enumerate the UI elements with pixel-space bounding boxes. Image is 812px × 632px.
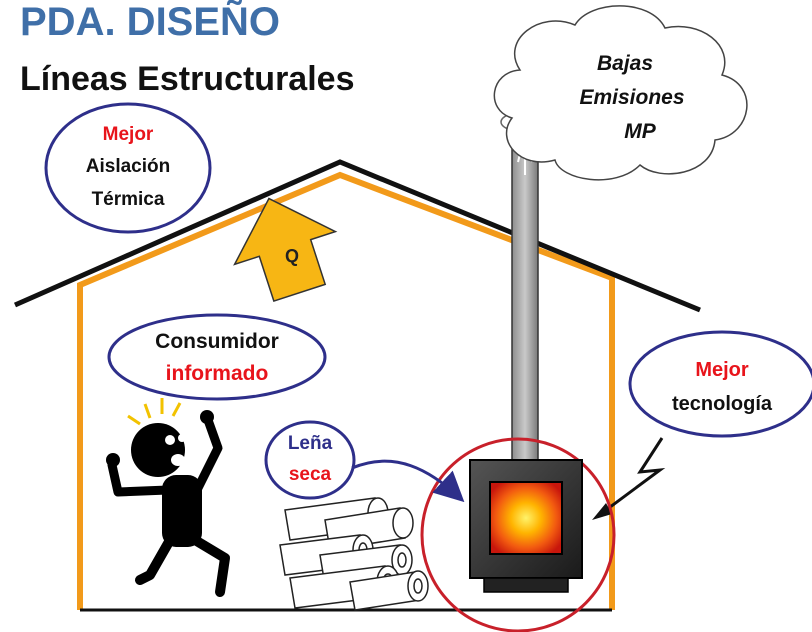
stove-icon xyxy=(469,459,583,593)
cloud-icon: Bajas Emisiones MP xyxy=(493,5,748,181)
insulation-outline xyxy=(77,171,615,610)
firewood-line2: seca xyxy=(289,464,332,485)
insulation-line3: Térmica xyxy=(92,189,165,210)
emissions-line1: Bajas xyxy=(597,52,653,75)
emissions-line3: MP xyxy=(624,120,656,143)
firewood-line1: Leña xyxy=(288,433,333,454)
person-icon xyxy=(106,398,230,597)
heat-arrow-icon: Q xyxy=(233,197,338,302)
insulation-bubble: Mejor Aislación Térmica xyxy=(44,102,212,234)
consumer-line2: informado xyxy=(166,362,269,385)
firewood-icon xyxy=(279,497,429,611)
technology-line2: tecnología xyxy=(672,393,773,415)
heat-arrow-label: Q xyxy=(285,246,299,266)
emissions-line2: Emisiones xyxy=(579,86,684,109)
technology-line1: Mejor xyxy=(695,359,749,381)
consumer-bubble: Consumidor informado xyxy=(107,313,327,401)
lightning-icon xyxy=(592,437,666,520)
page-subtitle: Líneas Estructurales xyxy=(20,60,355,98)
roof xyxy=(13,159,701,313)
technology-bubble: Mejor tecnología xyxy=(628,330,812,438)
insulation-line2: Aislación xyxy=(86,156,170,177)
firewood-bubble: Leña seca xyxy=(264,420,465,503)
consumer-line1: Consumidor xyxy=(155,330,279,353)
stove-highlight-ring xyxy=(420,437,616,632)
insulation-line1: Mejor xyxy=(103,124,154,145)
page-title: PDA. DISEÑO xyxy=(20,0,281,44)
